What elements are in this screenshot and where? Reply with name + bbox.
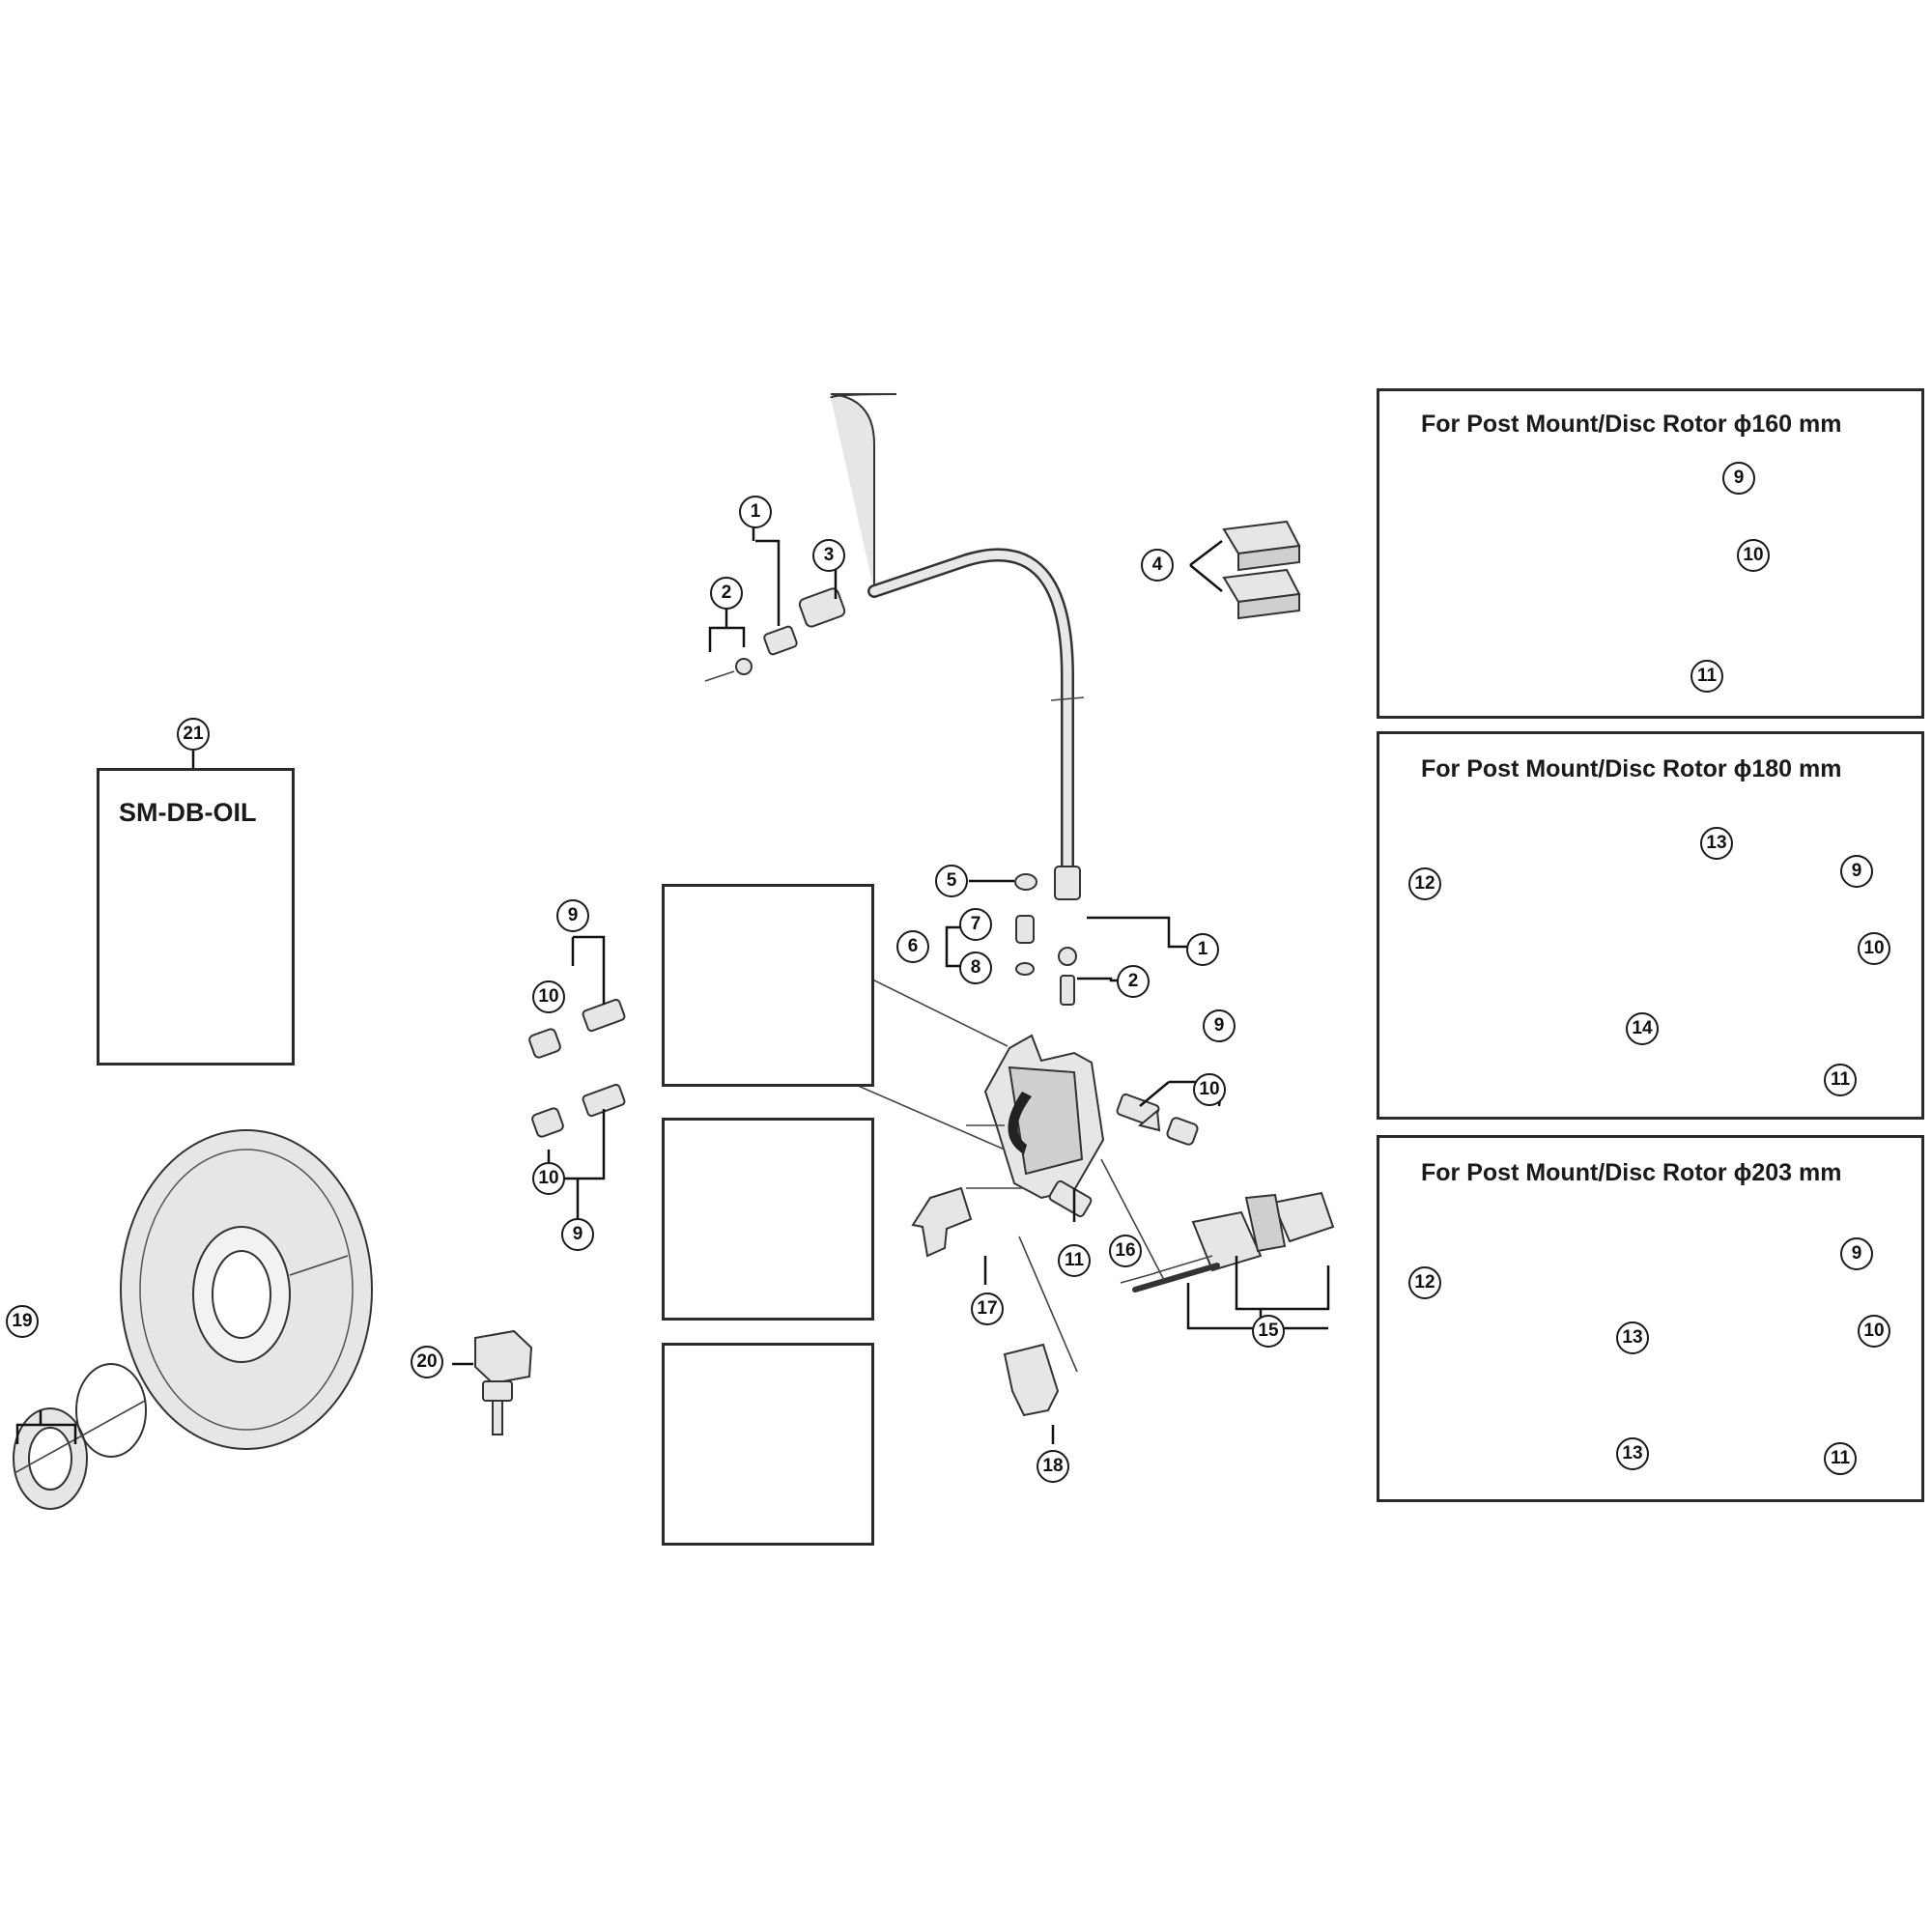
brake-pads [1120, 1191, 1335, 1284]
oil-frame: SM-DB-OIL [97, 768, 295, 1065]
callout-15: 15 [1252, 1315, 1285, 1348]
callout-p3-9: 9 [1840, 1237, 1873, 1270]
callout-16: 16 [1109, 1235, 1142, 1267]
callout-7: 7 [959, 908, 992, 941]
disc-rotor [120, 1129, 373, 1450]
callout-p2-10: 10 [1858, 932, 1890, 965]
panel-title-180: For Post Mount/Disc Rotor ϕ180 mm [1421, 755, 1842, 782]
callout-10-left-top: 10 [532, 980, 565, 1013]
callout-p1-9: 9 [1722, 462, 1755, 495]
callout-17: 17 [971, 1293, 1004, 1325]
callout-20: 20 [411, 1346, 443, 1378]
callout-p2-9: 9 [1840, 855, 1873, 888]
callout-8: 8 [959, 952, 992, 984]
brake-caliper-main [966, 1034, 1105, 1200]
oil-label: SM-DB-OIL [119, 798, 257, 827]
callout-p2-13: 13 [1700, 827, 1733, 860]
callout-19: 19 [6, 1305, 39, 1338]
panel-title-160: For Post Mount/Disc Rotor ϕ160 mm [1421, 411, 1842, 438]
callout-p3-13-bottom: 13 [1616, 1437, 1649, 1470]
panel-title-203: For Post Mount/Disc Rotor ϕ203 mm [1421, 1159, 1842, 1186]
pad-pin [1132, 1263, 1220, 1293]
brake-hose-inner [869, 550, 1072, 879]
lock-ring [13, 1363, 147, 1510]
callout-4: 4 [1141, 549, 1174, 582]
brake-hose [830, 393, 897, 591]
callout-p1-11: 11 [1690, 660, 1723, 693]
callout-1-top: 1 [739, 496, 772, 528]
callout-p1-10: 10 [1737, 539, 1770, 572]
olive-insert-top [704, 587, 846, 682]
callout-21: 21 [177, 718, 210, 751]
pad-spring [911, 1186, 973, 1258]
panel-post-mount-160: For Post Mount/Disc Rotor ϕ160 mm [1377, 388, 1924, 719]
callout-3: 3 [812, 539, 845, 572]
panel-post-mount-203: For Post Mount/Disc Rotor ϕ203 mm [1377, 1135, 1924, 1502]
panel-post-mount-180: For Post Mount/Disc Rotor ϕ180 mm [1377, 731, 1924, 1120]
callout-6: 6 [896, 930, 929, 963]
callout-10-center: 10 [1193, 1073, 1226, 1106]
adapter-frame-2 [662, 1118, 874, 1321]
pad-spacers [1222, 520, 1301, 620]
callout-9-left-top: 9 [556, 899, 589, 932]
callout-9-left-bottom: 9 [561, 1218, 594, 1251]
callout-2-top: 2 [710, 577, 743, 610]
bleed-parts [1014, 873, 1037, 976]
brake-hose-outer [867, 548, 1074, 881]
callout-5: 5 [935, 865, 968, 897]
adapter-frame-1 [662, 884, 874, 1087]
callout-2-mid: 2 [1117, 965, 1150, 998]
pad-heat-fin [1003, 1343, 1060, 1417]
lockring-tool [474, 1329, 533, 1435]
callout-18: 18 [1037, 1450, 1069, 1483]
left-bolts [528, 998, 626, 1138]
callout-p3-10: 10 [1858, 1315, 1890, 1348]
connecting-bolt-top [1054, 866, 1081, 1006]
callout-p2-14: 14 [1626, 1012, 1659, 1045]
callout-9-center: 9 [1203, 1009, 1236, 1042]
callout-p3-12: 12 [1408, 1266, 1441, 1299]
callout-p3-13-top: 13 [1616, 1321, 1649, 1354]
callout-10-left-bottom: 10 [532, 1162, 565, 1195]
callout-1-mid: 1 [1186, 933, 1219, 966]
callout-p3-11: 11 [1824, 1442, 1857, 1475]
callout-p2-11: 11 [1824, 1064, 1857, 1096]
adapter-frame-3 [662, 1343, 874, 1546]
callout-p2-12: 12 [1408, 867, 1441, 900]
callout-11-center: 11 [1058, 1244, 1091, 1277]
mount-bolt-center [1048, 1093, 1199, 1218]
